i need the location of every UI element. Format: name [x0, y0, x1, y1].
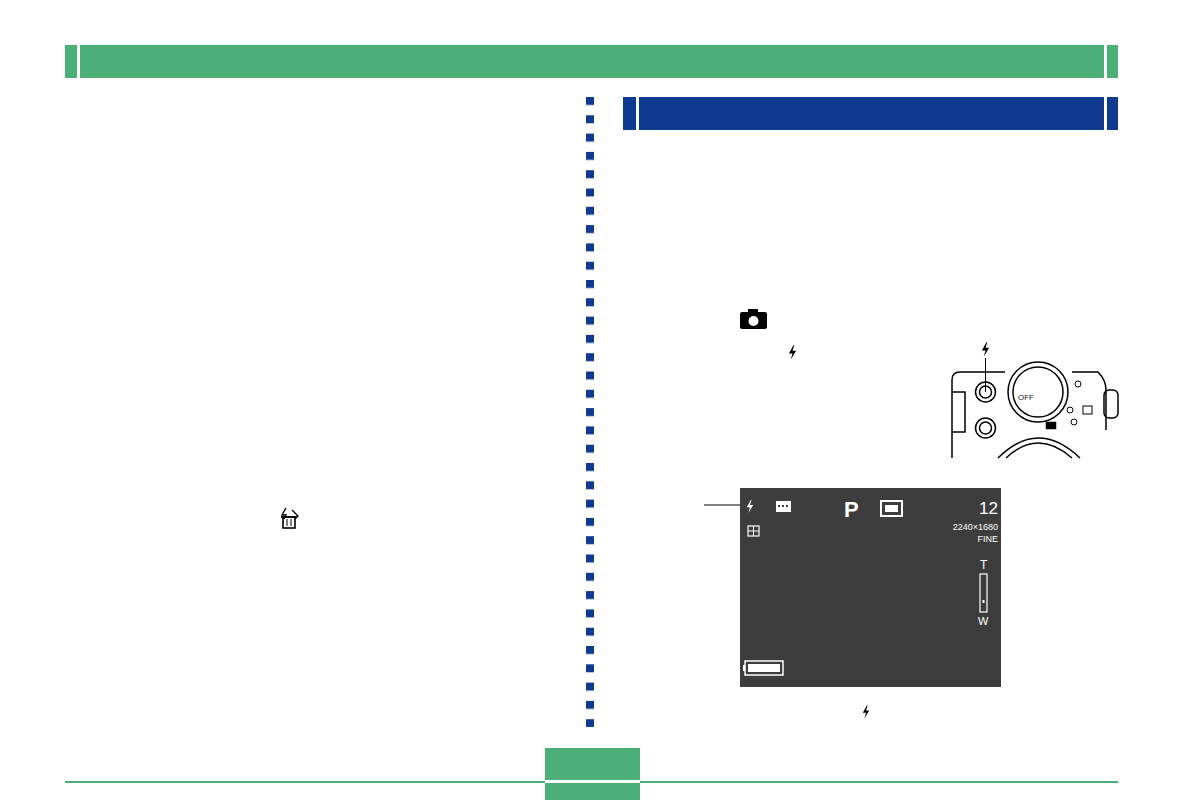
- flash-symbol: [789, 345, 796, 359]
- dotted-divider: [586, 97, 594, 727]
- screen-readout: P: [844, 499, 859, 521]
- screen-readout: T: [980, 559, 987, 571]
- header-bar: [65, 45, 1118, 78]
- leader-line: [704, 505, 742, 506]
- lcd-screen: P 12 2240×1680FINE T W: [740, 488, 1001, 687]
- footer-line: [65, 781, 1118, 783]
- screen-icons: [740, 488, 1001, 687]
- screen-readout: W: [978, 616, 988, 627]
- flash-symbol: [982, 342, 989, 356]
- section-bar: [623, 97, 1118, 130]
- flash-symbol: [863, 706, 869, 719]
- screen-readout: 2240×1680: [953, 523, 998, 532]
- camera-icon: [740, 309, 767, 329]
- camera-top-illustration: [952, 362, 1118, 458]
- screen-readout: FINE: [977, 535, 998, 544]
- dial-label: OFF: [1018, 394, 1034, 402]
- page-number-box: [545, 748, 640, 800]
- delete-icon: [281, 508, 298, 528]
- screen-readout: 12: [979, 500, 998, 517]
